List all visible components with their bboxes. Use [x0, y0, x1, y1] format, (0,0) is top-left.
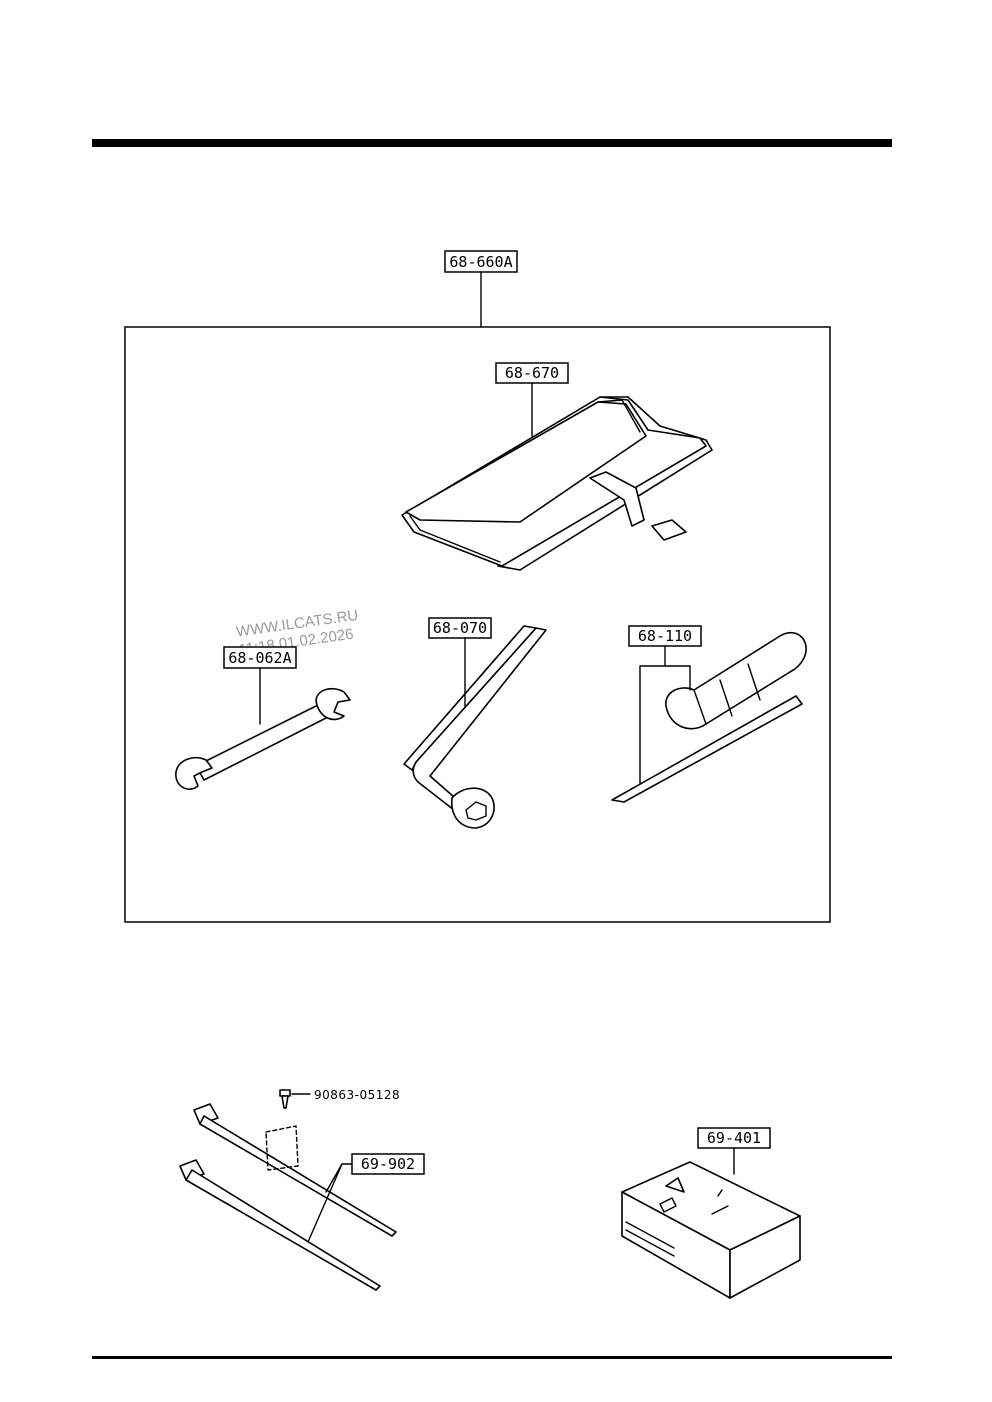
top-rule — [92, 139, 892, 147]
screw-icon — [279, 1089, 291, 1109]
leader-strap — [307, 1163, 353, 1243]
label-screwdriver[interactable]: 68-110 — [628, 625, 702, 647]
wrench — [175, 687, 351, 790]
tool-bag — [401, 396, 713, 571]
label-strap[interactable]: 69-902 — [351, 1153, 425, 1175]
strap-bracket — [265, 1125, 299, 1171]
label-first-aid-kit[interactable]: 69-401 — [697, 1127, 771, 1149]
first-aid-kit — [621, 1161, 801, 1299]
label-lug-wrench[interactable]: 68-070 — [428, 617, 492, 639]
label-strap-text: 69-902 — [361, 1155, 415, 1173]
label-tool-bag[interactable]: 68-670 — [495, 362, 569, 384]
bottom-rule — [92, 1356, 892, 1359]
label-lug-wrench-text: 68-070 — [433, 619, 487, 637]
label-tool-bag-text: 68-670 — [505, 364, 559, 382]
lug-wrench — [403, 625, 547, 829]
label-tool-set-text: 68-660A — [449, 253, 512, 271]
strap-lower — [179, 1159, 381, 1291]
label-wrench[interactable]: 68-062A — [223, 646, 297, 669]
tool-set-frame — [124, 326, 831, 923]
strap-upper — [193, 1103, 397, 1237]
screwdriver — [611, 631, 807, 803]
label-wrench-text: 68-062A — [228, 649, 291, 667]
label-screw-text[interactable]: 90863-05128 — [314, 1088, 400, 1102]
label-tool-set[interactable]: 68-660A — [444, 250, 518, 273]
leader-screwdriver — [639, 645, 691, 785]
label-screwdriver-text: 68-110 — [638, 627, 692, 645]
label-first-aid-kit-text: 69-401 — [707, 1129, 761, 1147]
